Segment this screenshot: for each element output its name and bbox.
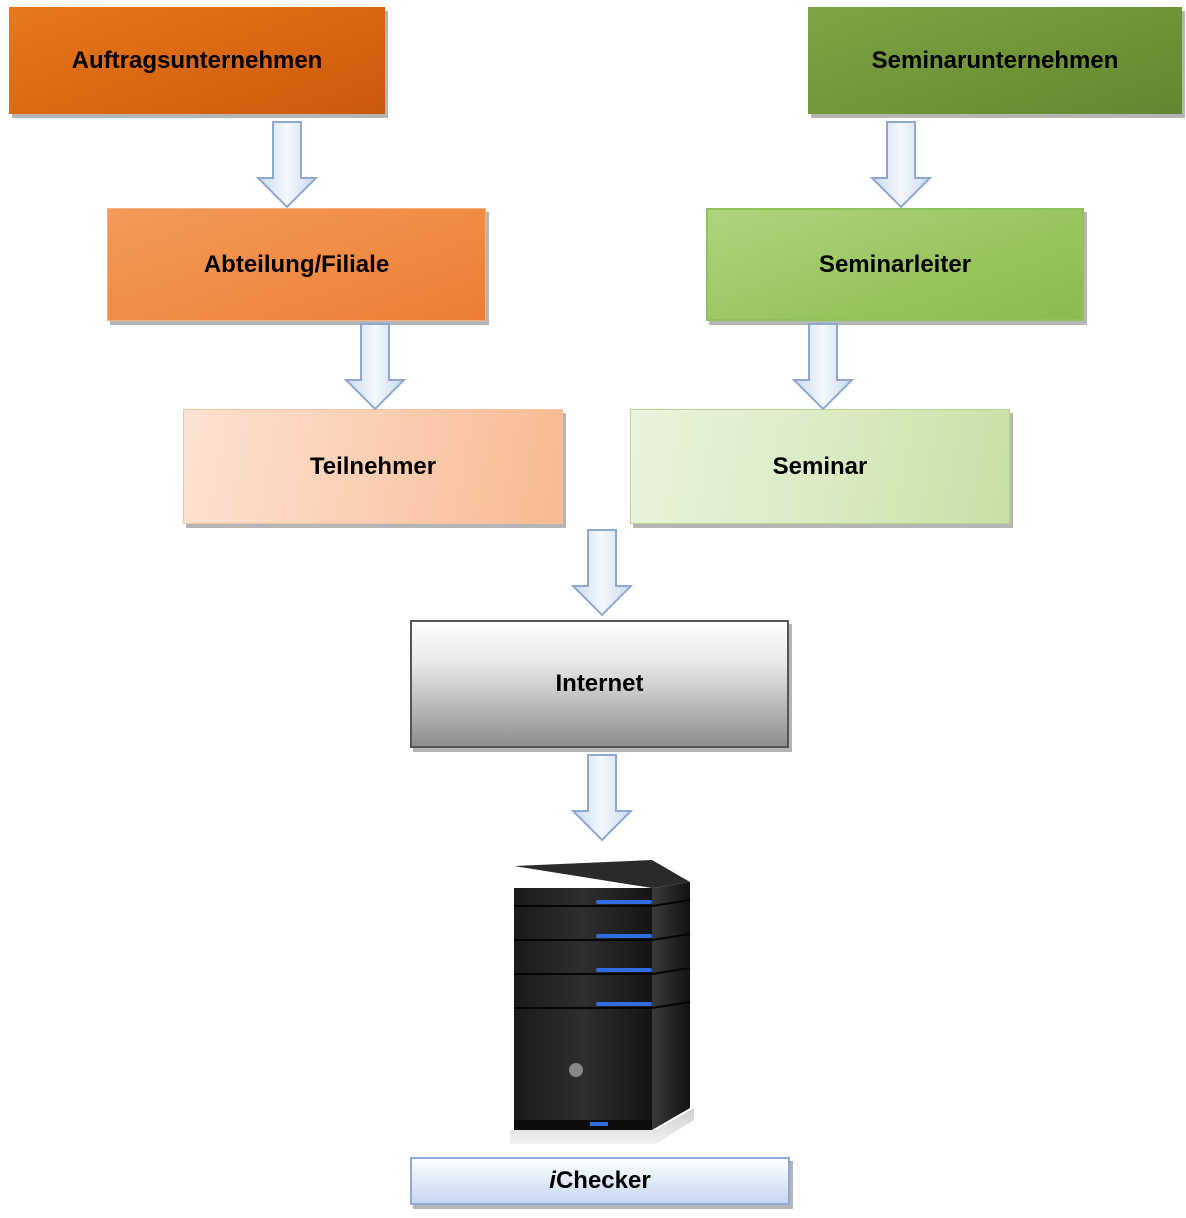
arrow-down-icon <box>571 754 633 842</box>
node-internet: Internet <box>410 620 789 748</box>
server-tower-icon <box>510 860 694 1144</box>
node-label: Internet <box>555 670 644 697</box>
node-auftragsunternehmen: Auftragsunternehmen <box>9 7 385 114</box>
node-seminarunternehmen: Seminarunternehmen <box>808 7 1182 114</box>
arrow-down-icon <box>344 323 406 411</box>
arrow-down-icon <box>792 323 854 411</box>
ichecker-prefix: i <box>549 1167 556 1194</box>
node-teilnehmer: Teilnehmer <box>183 409 563 524</box>
hp-logo-icon <box>569 1063 583 1077</box>
node-abteilung-filiale: Abteilung/Filiale <box>107 208 486 321</box>
arrow-down-icon <box>256 121 318 209</box>
node-label: iChecker <box>549 1167 650 1195</box>
arrow-down-icon <box>870 121 932 209</box>
node-label: Auftragsunternehmen <box>71 46 323 74</box>
node-label: Teilnehmer <box>309 452 437 480</box>
node-ichecker: iChecker <box>410 1157 790 1205</box>
node-label: Seminarunternehmen <box>871 46 1119 74</box>
ichecker-rest: Checker <box>555 1167 651 1194</box>
node-seminar: Seminar <box>630 409 1010 524</box>
arrow-down-icon <box>571 529 633 617</box>
node-label: Seminar <box>772 452 868 480</box>
node-label: Abteilung/Filiale <box>203 250 390 278</box>
node-seminarleiter: Seminarleiter <box>706 208 1084 321</box>
node-label: Seminarleiter <box>818 250 972 278</box>
